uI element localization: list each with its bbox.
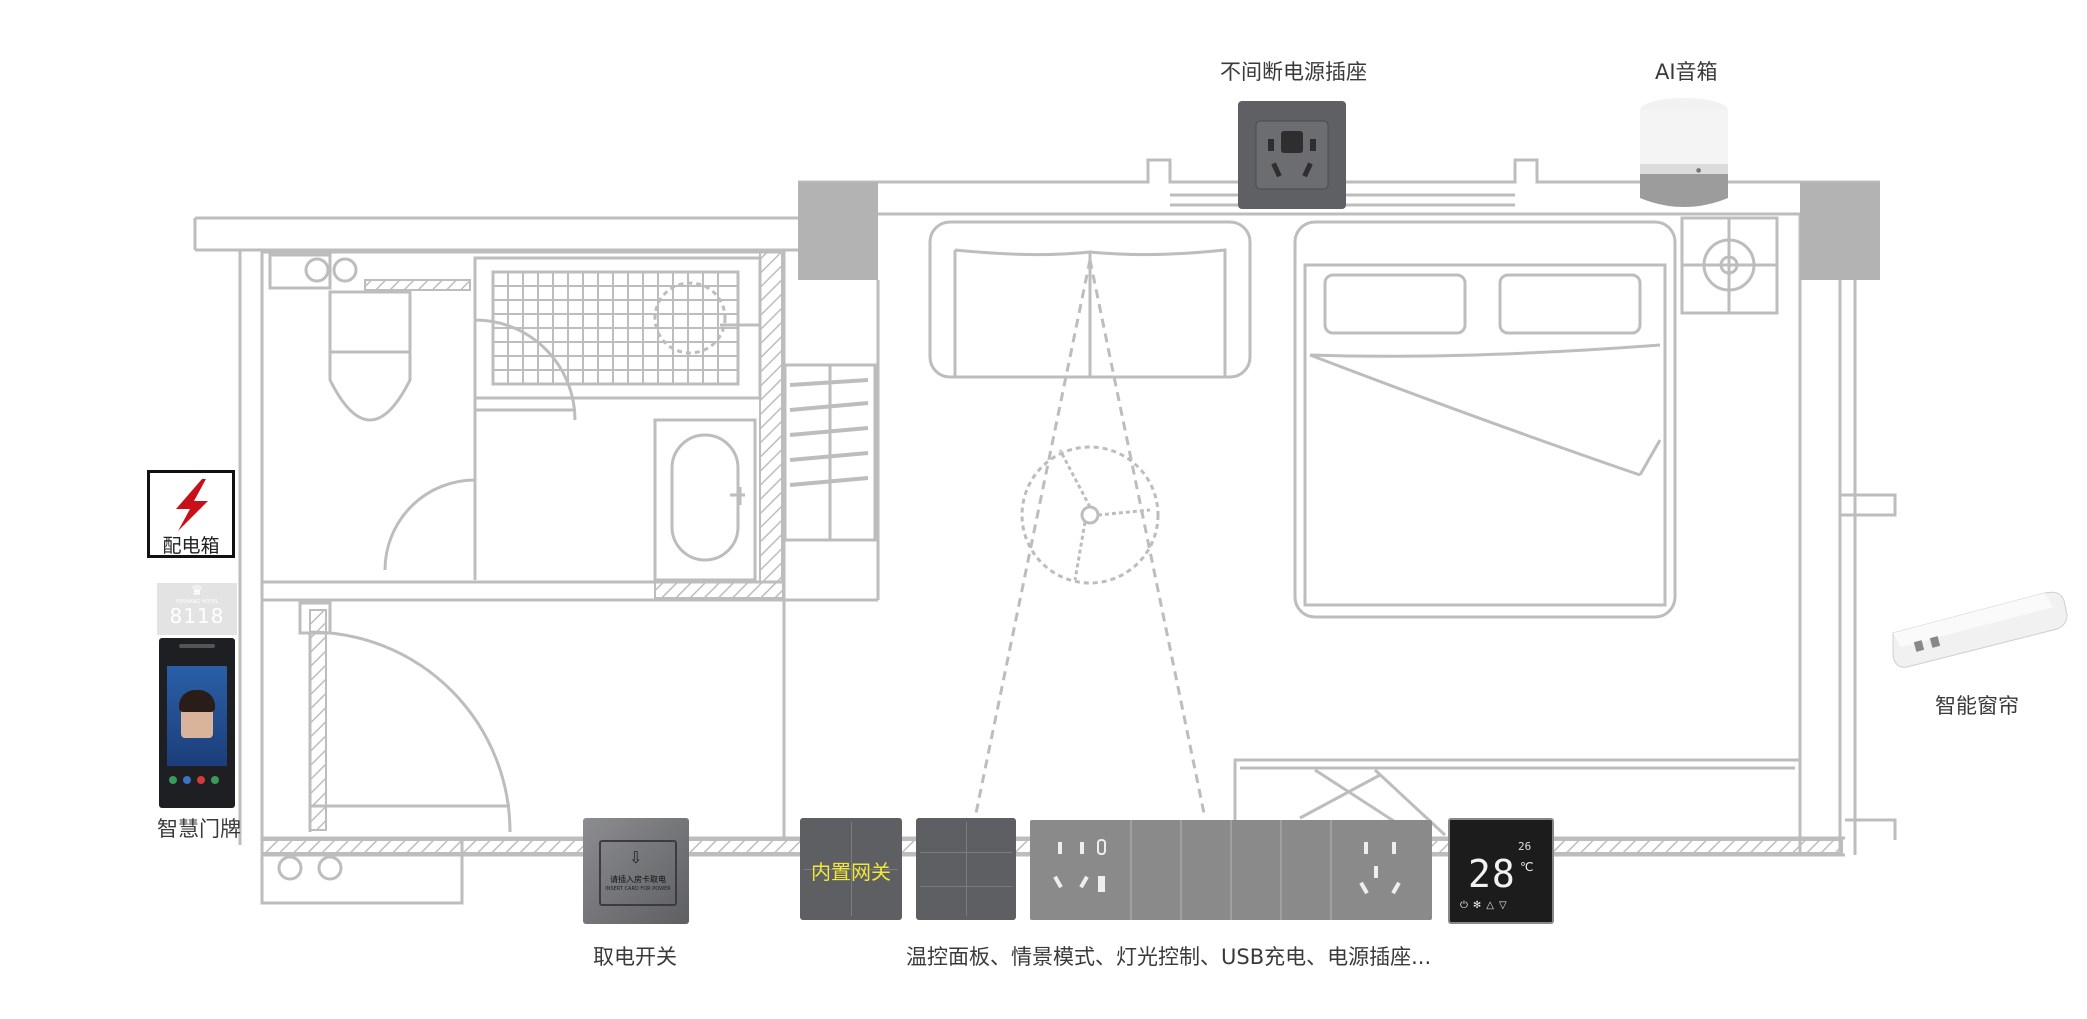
hotel-name: YUSHANG HOTEL (175, 599, 219, 605)
svg-text:●: ● (1696, 167, 1701, 174)
sink-counter (653, 418, 757, 582)
thermostat-set-temp: 26 (1518, 840, 1532, 853)
toilet-tank (328, 290, 412, 354)
doorplate-screen-device (159, 638, 235, 808)
smart-curtain-motor (1892, 591, 2068, 668)
gateway-label: 内置网关 (811, 860, 891, 884)
ai-speaker: ● (1640, 98, 1728, 207)
card-switch-text: 请插入房卡取电 (610, 875, 666, 884)
thermostat-controls-icon: ⏻✻△▽ (1460, 900, 1512, 911)
doorplate-screen (167, 666, 227, 766)
wall-column-left (798, 182, 878, 280)
usb-socket-icon (1053, 839, 1106, 892)
smart-doorplate-label: 智慧门牌 (157, 817, 241, 841)
lightning-icon (176, 479, 208, 531)
sink-basin (670, 433, 740, 562)
tv-projection (973, 259, 1207, 819)
bed-frame (1293, 220, 1677, 619)
gateway-panel: 内置网关 (800, 818, 902, 920)
ups-socket (1238, 101, 1346, 209)
toilet-bowl (328, 352, 412, 422)
thermostat-panel: 26 28 ℃ ⏻✻△▽ (1448, 818, 1554, 924)
doorplate-number-panel: ♛ YUSHANG HOTEL 8118 (157, 583, 237, 635)
room-number: 8118 (169, 604, 225, 628)
pillow-right (1498, 273, 1642, 335)
smart-doorplate: ♛ YUSHANG HOTEL 8118 (157, 583, 237, 808)
pillow-left (1323, 273, 1467, 335)
card-switch-text-en: INSERT CARD FOR POWER (605, 886, 671, 892)
ups-socket-label: 不间断电源插座 (1220, 60, 1367, 84)
card-switch-label: 取电开关 (593, 945, 677, 969)
smart-curtain-label: 智能窗帘 (1935, 694, 2019, 718)
distribution-box: 配电箱 (147, 470, 235, 558)
top-wall-left (193, 216, 798, 252)
ai-speaker-label: AI音箱 (1655, 60, 1718, 84)
wall-column-right (1800, 182, 1880, 280)
hotel-logo-icon: ♛ (190, 583, 204, 599)
left-wall (238, 250, 264, 845)
thermostat-temperature: 28 (1468, 852, 1516, 896)
entrance-door (309, 630, 512, 833)
power-socket-icon (1359, 842, 1401, 895)
distribution-box-label: 配电箱 (162, 535, 220, 557)
scene-panel (916, 818, 1016, 920)
card-slot-icon: ⇩ (629, 848, 643, 867)
card-power-switch: ⇩ 请插入房卡取电 INSERT CARD FOR POWER (583, 818, 689, 924)
thermostat-unit: ℃ (1520, 860, 1534, 874)
ceiling-fan (1020, 445, 1160, 585)
multi-function-panel (1030, 820, 1432, 920)
right-wall (1798, 214, 1897, 855)
panel-list-label: 温控面板、情景模式、灯光控制、USB充电、电源插座... (906, 945, 1432, 969)
